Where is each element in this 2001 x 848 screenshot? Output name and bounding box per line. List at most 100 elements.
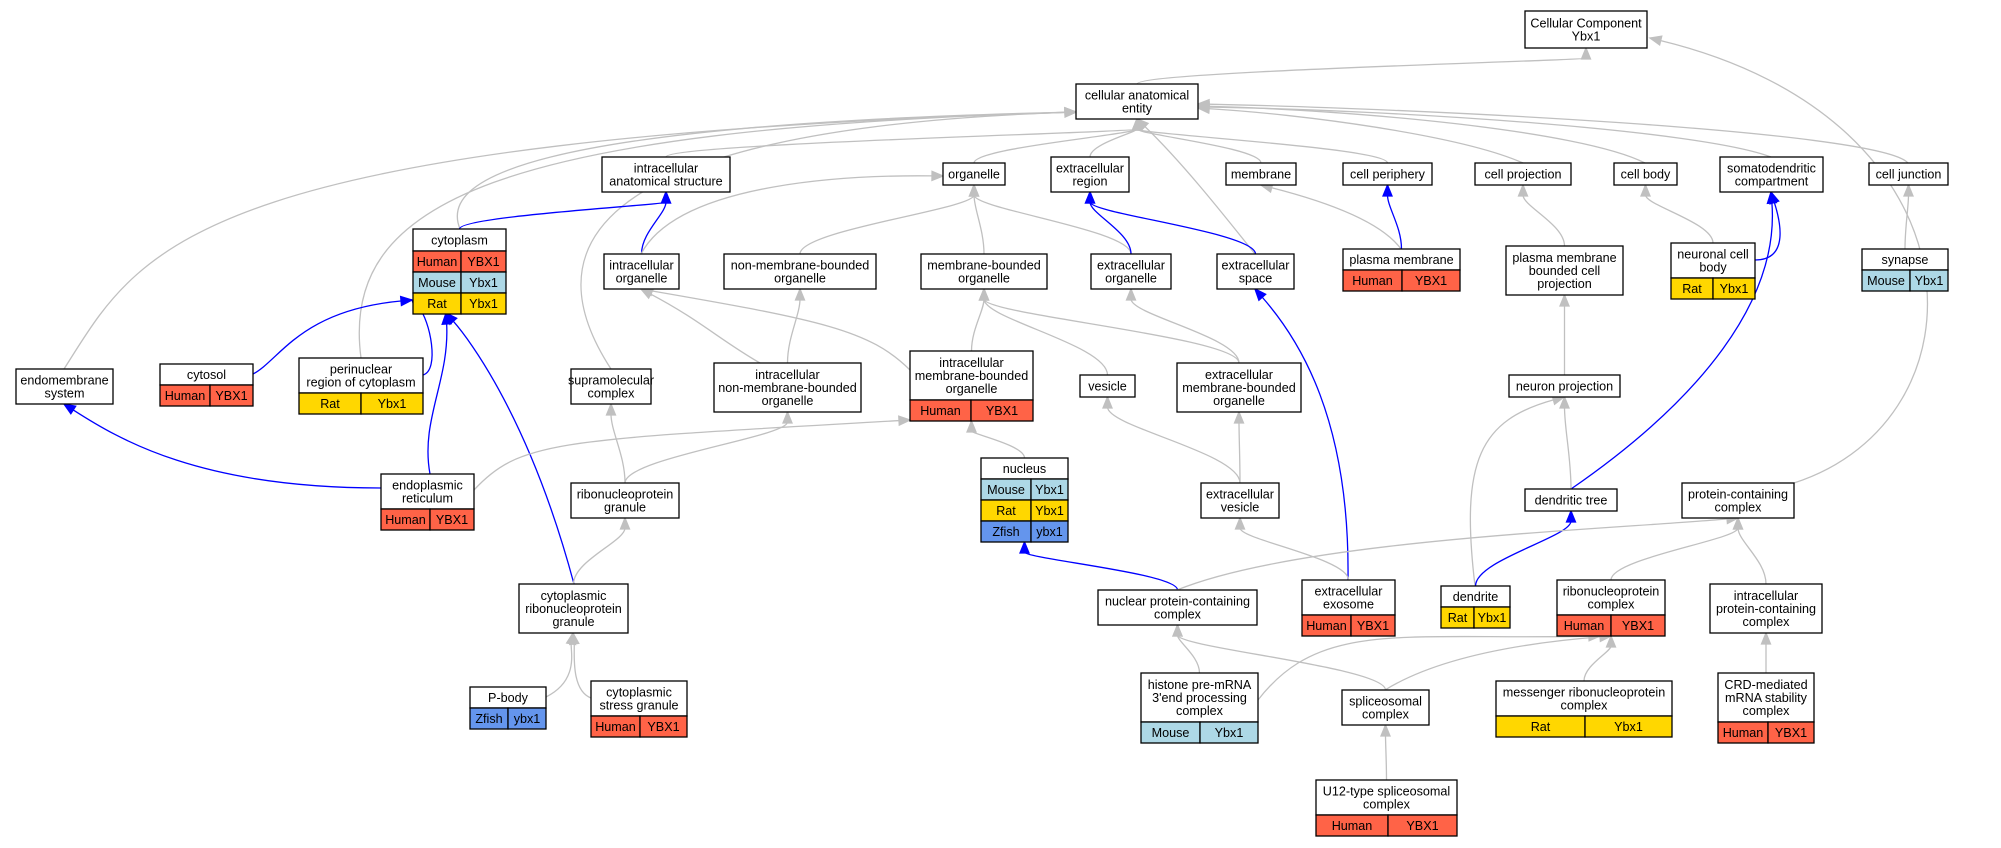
node-box — [1200, 482, 1280, 519]
edge-line — [1644, 194, 1714, 244]
node-label-line: extracellular — [1206, 488, 1274, 502]
node-celljunc[interactable]: cell junction — [1868, 162, 1949, 186]
node-box — [590, 680, 688, 717]
edge-arrowhead — [1135, 117, 1150, 131]
node-label-line: extracellular — [1097, 259, 1165, 273]
edge-crnpg-to-cytoplasm — [444, 311, 575, 585]
edge-arrowhead — [1559, 395, 1570, 409]
tag-species-label: Mouse — [1867, 274, 1905, 288]
node-cellproj[interactable]: cell projection — [1474, 162, 1572, 186]
edge-arrowhead — [1766, 190, 1778, 205]
node-vesicle[interactable]: vesicle — [1079, 374, 1136, 398]
node-inmbo[interactable]: intracellularnon-membrane-boundedorganel… — [713, 362, 862, 413]
edge-line — [970, 430, 1026, 459]
node-label-line: protein-containing — [1688, 488, 1788, 502]
node-dentree[interactable]: dendritic tree — [1524, 488, 1618, 512]
tag-gene-cell — [1030, 520, 1069, 543]
edge-line — [1023, 551, 1179, 591]
node-box — [1176, 362, 1302, 413]
edge-dentree-to-somato — [1570, 190, 1778, 490]
node-box — [1505, 245, 1624, 296]
node-cellbody[interactable]: cell body — [1613, 162, 1678, 186]
node-label-line: P-body — [488, 691, 529, 705]
edge-arrowhead — [1648, 35, 1663, 47]
node-organelle[interactable]: organelle — [942, 162, 1006, 186]
node-box — [1140, 672, 1259, 723]
node-neuproj[interactable]: neuron projection — [1508, 374, 1621, 398]
node-label-line: region of cytoplasm — [306, 376, 415, 390]
node-label-line: projection — [1537, 277, 1592, 291]
node-label-line: extracellular — [1315, 585, 1383, 599]
edge-ipcc-to-pcc — [1732, 516, 1767, 585]
node-imbo[interactable]: intracellularmembrane-boundedorganelleHu… — [909, 350, 1034, 422]
node-label-line: organelle — [948, 168, 1000, 182]
node-label-line: organelle — [958, 272, 1010, 286]
node-label-line: vesicle — [1221, 501, 1260, 515]
node-membrane[interactable]: membrane — [1225, 162, 1297, 186]
edge-line — [1384, 636, 1602, 691]
node-label-line: cell periphery — [1350, 168, 1426, 182]
edge-arrowhead — [794, 287, 806, 301]
edge-arrowhead — [660, 190, 672, 204]
node-cellper[interactable]: cell periphery — [1342, 162, 1433, 186]
node-box — [1090, 253, 1172, 290]
node-box — [909, 350, 1034, 401]
node-label-line: ribonucleoprotein — [1563, 585, 1660, 599]
node-box — [1709, 583, 1823, 634]
edge-line — [458, 201, 667, 230]
tag-gene-cell — [460, 292, 507, 315]
edge-line — [1106, 406, 1241, 484]
node-label-line: compartment — [1735, 175, 1809, 189]
edge-line — [1904, 194, 1910, 250]
node-label-line: exosome — [1323, 598, 1374, 612]
edge-line — [649, 293, 761, 364]
edge-extspace-to-cae — [1135, 117, 1256, 255]
node-box — [1474, 162, 1572, 186]
node-box — [1508, 374, 1621, 398]
node-box — [1681, 482, 1795, 519]
edge-nucleus-to-imbo — [966, 419, 1026, 459]
node-label-line: complex — [1363, 798, 1411, 812]
tag-gene-label: YBX1 — [647, 720, 679, 734]
edge-inmbo-to-intorg — [639, 288, 761, 364]
tag-species-label: Zfish — [992, 525, 1019, 539]
